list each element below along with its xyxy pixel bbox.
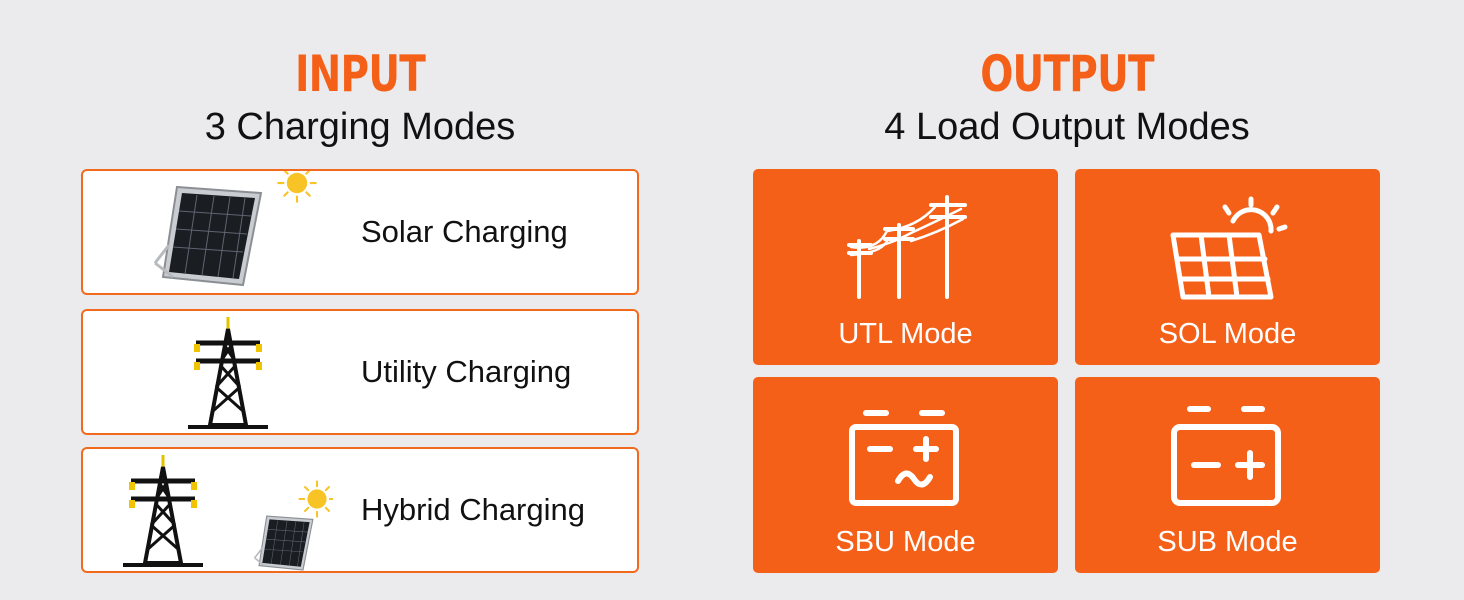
output-title: OUTPUT [980,45,1154,103]
solar-panel-icon [153,171,317,287]
output-subtitle: 4 Load Output Modes [884,106,1250,148]
input-mode-label: Utility Charging [361,354,572,389]
power-lines-icon [846,195,967,299]
output-mode-sbu: SBU Mode [753,377,1058,573]
input-title: INPUT [294,45,426,103]
input-mode-hybrid: Hybrid Charging [81,447,639,573]
output-mode-label: SOL Mode [1158,318,1297,350]
output-mode-sub: SUB Mode [1075,377,1380,573]
input-mode-solar: Solar Charging [81,169,639,295]
output-mode-sol: SOL Mode [1075,169,1380,365]
output-mode-label: SUB Mode [1157,526,1298,558]
output-mode-label: UTL Mode [838,318,973,350]
solar-sun-icon [1170,196,1287,300]
output-mode-label: SBU Mode [835,526,976,558]
input-subtitle: 3 Charging Modes [204,106,516,148]
input-mode-utility: Utility Charging [81,309,639,435]
battery-ac-icon [848,410,959,506]
output-mode-utl: UTL Mode [753,169,1058,365]
hybrid-tower-solar-icon [83,449,333,571]
battery-icon [1170,406,1281,506]
power-tower-icon [83,311,333,433]
input-mode-label: Solar Charging [361,214,568,249]
input-mode-label: Hybrid Charging [361,492,585,527]
